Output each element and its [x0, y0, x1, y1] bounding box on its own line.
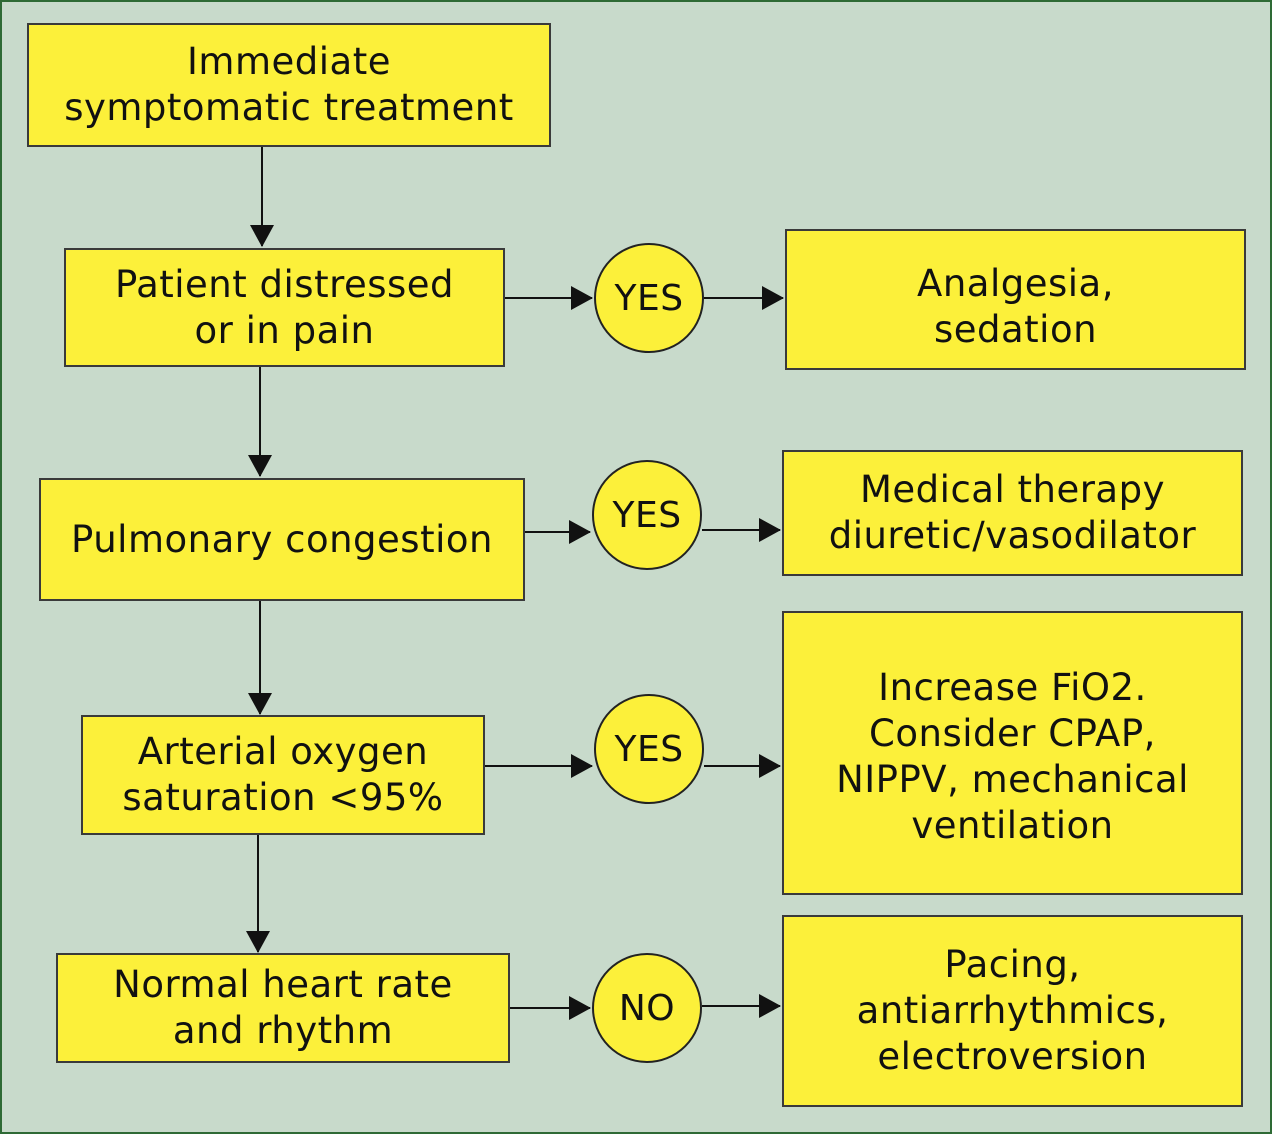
- action-label-oxygenation: Increase FiO2. Consider CPAP, NIPPV, mec…: [836, 666, 1189, 847]
- action-label-analgesia: Analgesia, sedation: [917, 262, 1114, 351]
- question-box-congestion: Pulmonary congestion: [39, 478, 525, 601]
- answer-circle-oxygen: YES: [594, 694, 704, 804]
- action-box-analgesia: Analgesia, sedation: [785, 229, 1246, 370]
- start-box: Immediate symptomatic treatment: [27, 23, 551, 147]
- answer-label-pain: YES: [614, 277, 684, 319]
- question-box-heart-rate: Normal heart rate and rhythm: [56, 953, 510, 1063]
- answer-circle-congestion: YES: [592, 460, 702, 570]
- action-box-pacing: Pacing, antiarrhythmics, electroversion: [782, 915, 1243, 1107]
- question-label-heart-rate: Normal heart rate and rhythm: [113, 963, 453, 1052]
- answer-label-heart-rate: NO: [618, 987, 676, 1029]
- start-label: Immediate symptomatic treatment: [64, 40, 514, 129]
- action-box-medical-therapy: Medical therapy diuretic/vasodilator: [782, 450, 1243, 576]
- question-label-congestion: Pulmonary congestion: [71, 517, 493, 561]
- action-label-pacing: Pacing, antiarrhythmics, electroversion: [856, 943, 1169, 1078]
- question-box-oxygen: Arterial oxygen saturation <95%: [81, 715, 485, 835]
- question-label-pain: Patient distressed or in pain: [114, 262, 455, 352]
- answer-circle-pain: YES: [594, 243, 704, 353]
- question-box-pain: Patient distressed or in pain: [64, 248, 505, 367]
- answer-label-oxygen: YES: [614, 728, 684, 770]
- answer-circle-heart-rate: NO: [592, 953, 702, 1063]
- question-label-oxygen: Arterial oxygen saturation <95%: [122, 730, 444, 819]
- action-label-medical-therapy: Medical therapy diuretic/vasodilator: [828, 468, 1197, 557]
- answer-label-congestion: YES: [612, 494, 682, 536]
- action-box-oxygenation: Increase FiO2. Consider CPAP, NIPPV, mec…: [782, 611, 1243, 895]
